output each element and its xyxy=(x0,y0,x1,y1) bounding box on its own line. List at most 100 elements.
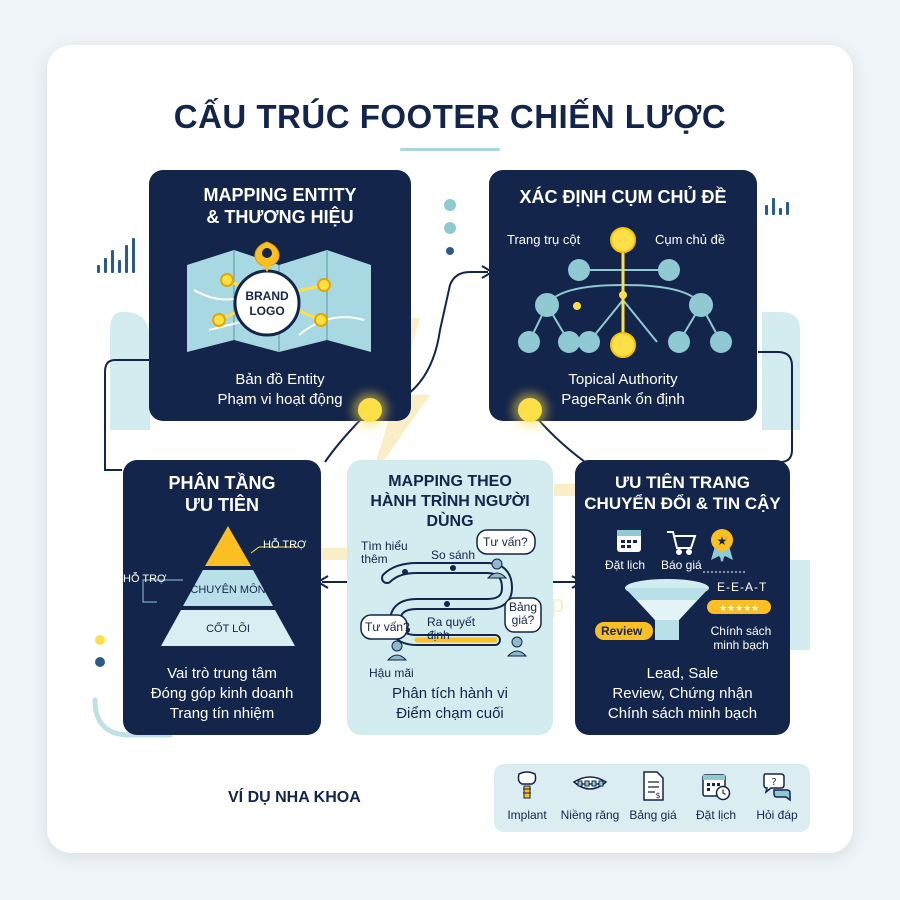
step-line: định xyxy=(427,628,450,642)
label-topic-cluster: Cụm chủ đề xyxy=(655,232,726,247)
desc-line: Topical Authority xyxy=(568,371,678,388)
panel-desc: Topical Authority PageRank ổn định xyxy=(489,370,757,410)
heading-line: & THƯƠNG HIỆU xyxy=(206,207,354,227)
tag-support-left: HỖ TRỢ xyxy=(123,573,167,585)
panel-heading: MAPPING ENTITY & THƯƠNG HIỆU xyxy=(149,184,411,228)
journey-step-compare: So sánh xyxy=(431,548,476,562)
deco-dot xyxy=(444,199,456,211)
page-title: CẤU TRÚC FOOTER CHIẾN LƯỢC xyxy=(173,98,727,135)
step-line: thêm xyxy=(361,552,388,566)
cart-icon xyxy=(667,531,697,555)
conversion-funnel-icon: ★ ★★★★★ xyxy=(595,529,771,640)
bubble-consult-1: Tư vấn? xyxy=(483,535,528,549)
label-pillar-page: Trang trụ cột xyxy=(507,232,581,247)
chat-bubbles-icon: ? xyxy=(763,773,791,802)
icon-label-quote: Báo giá xyxy=(661,558,702,572)
panel-conversion-trust: ƯU TIÊN TRANG CHUYỂN ĐỔI & TIN CẬY ★ ★★★… xyxy=(575,460,790,735)
title-underline xyxy=(400,148,500,151)
svg-text:★★★★★: ★★★★★ xyxy=(719,604,759,614)
heading-line: CHUYỂN ĐỔI & TIN CẬY xyxy=(584,494,781,513)
panel-heading: PHÂN TẦNG ƯU TIÊN xyxy=(123,472,321,516)
deco-blob-right-low xyxy=(790,560,810,650)
glow-dot xyxy=(358,398,382,422)
map-icon: BRAND LOGO xyxy=(187,241,371,352)
journey-step-aftercare: Hậu mãi xyxy=(369,666,414,680)
example-item-label: Hỏi đáp xyxy=(756,808,798,822)
panel-entity-mapping: MAPPING ENTITY & THƯƠNG HIỆU BRAND LOGO … xyxy=(149,170,411,421)
deco-blob-right xyxy=(762,312,800,430)
deco-curve xyxy=(92,697,173,738)
tag-support-right: HỖ TRỢ xyxy=(263,539,307,551)
tooth-implant-icon xyxy=(517,771,537,799)
heading-line: MAPPING THEO xyxy=(388,473,512,490)
policy-line: Chính sách xyxy=(710,624,772,638)
deco-bars-left xyxy=(97,238,135,273)
heading-line: HÀNH TRÌNH NGƯỜI DÙNG xyxy=(370,493,530,530)
example-item: $ Bảng giá xyxy=(622,770,684,822)
desc-line: Phân tích hành vi xyxy=(392,685,508,702)
desc-line: Điểm chạm cuối xyxy=(396,705,504,722)
example-item-label: Bảng giá xyxy=(629,808,677,822)
panel-heading: XÁC ĐỊNH CỤM CHỦ ĐỀ xyxy=(519,187,727,207)
heading-line: ƯU TIÊN xyxy=(185,495,259,515)
svg-text:?: ? xyxy=(771,777,776,788)
example-item: Implant xyxy=(496,770,558,822)
heading-line: PHÂN TẦNG xyxy=(168,473,276,493)
journey-step-research: Tìm hiểu thêm xyxy=(361,540,408,566)
step-line: Tìm hiểu xyxy=(361,539,408,553)
desc-line: PageRank ổn định xyxy=(561,391,685,408)
price-list-icon: $ xyxy=(643,771,664,801)
svg-text:★: ★ xyxy=(717,534,728,548)
panel-desc: Lead, Sale Review, Chứng nhận Chính sách… xyxy=(575,664,790,724)
award-badge-icon: ★ xyxy=(711,529,733,562)
step-line: Ra quyết xyxy=(427,615,476,629)
desc-line: Phạm vi hoạt động xyxy=(217,391,343,408)
panel-heading: MAPPING THEO HÀNH TRÌNH NGƯỜI DÙNG xyxy=(347,472,553,532)
example-item-label: Niềng răng xyxy=(560,808,620,822)
example-item: ? Hỏi đáp xyxy=(746,770,808,822)
panel-topic-cluster: XÁC ĐỊNH CỤM CHỦ ĐỀ Trang trụ cột Cụm ch… xyxy=(489,170,757,421)
deco-dot xyxy=(95,635,105,645)
deco-blob-left xyxy=(110,311,150,430)
example-item-label: Đặt lịch xyxy=(695,808,736,822)
deco-dot xyxy=(95,657,105,667)
desc-line: Trang tín nhiệm xyxy=(169,705,275,722)
calendar-icon xyxy=(617,530,641,552)
tier-expertise: CHUYÊN MÔN xyxy=(190,584,266,596)
bubble-line: Bảng xyxy=(509,600,538,614)
desc-line: Bản đồ Entity xyxy=(235,371,325,388)
panel-heading: ƯU TIÊN TRANG CHUYỂN ĐỔI & TIN CẬY xyxy=(575,472,790,514)
review-badge: Review xyxy=(601,624,643,638)
deco-bars-right xyxy=(765,198,789,215)
panel-user-journey: MAPPING THEO HÀNH TRÌNH NGƯỜI DÙNG Tìm h… xyxy=(347,460,553,735)
example-label: VÍ DỤ NHA KHOA xyxy=(228,789,361,806)
heading-line: ƯU TIÊN TRANG xyxy=(615,473,750,492)
desc-line: Đóng góp kinh doanh xyxy=(150,685,294,702)
logo-text-line: LOGO xyxy=(249,304,284,318)
bubble-line: giá? xyxy=(511,613,535,627)
example-item-label: Implant xyxy=(507,808,547,822)
bubble-consult-2: Tư vấn? xyxy=(365,620,410,634)
desc-line: Lead, Sale xyxy=(646,665,719,682)
desc-line: Vai trò trung tâm xyxy=(167,665,277,682)
braces-icon xyxy=(572,776,608,790)
policy-line: minh bạch xyxy=(713,638,769,652)
glow-dot xyxy=(518,398,542,422)
tier-core: CỐT LÕI xyxy=(206,623,250,635)
deco-dot xyxy=(446,247,454,255)
svg-text:$: $ xyxy=(655,791,660,800)
connector-cluster-conversion xyxy=(758,351,793,463)
panel-desc: Vai trò trung tâm Đóng góp kinh doanh Tr… xyxy=(123,664,321,724)
journey-step-decide: Ra quyết định xyxy=(427,616,475,642)
connector-entity-priority xyxy=(104,359,150,471)
calendar-clock-icon xyxy=(702,774,731,801)
icon-label-booking: Đặt lịch xyxy=(605,558,646,572)
desc-line: Review, Chứng nhận xyxy=(612,685,753,702)
eeat-label: E-E-A-T xyxy=(717,580,768,594)
panel-desc: Bản đồ Entity Phạm vi hoạt động xyxy=(149,370,411,410)
bubble-price: Bảng giá? xyxy=(509,601,537,627)
cluster-diagram-icon xyxy=(518,227,732,358)
example-strip: Implant Niềng răng $ Bảng giá Đặt lịch xyxy=(494,764,810,832)
pyramid-icon xyxy=(142,526,298,646)
example-item: Đặt lịch xyxy=(685,770,747,822)
